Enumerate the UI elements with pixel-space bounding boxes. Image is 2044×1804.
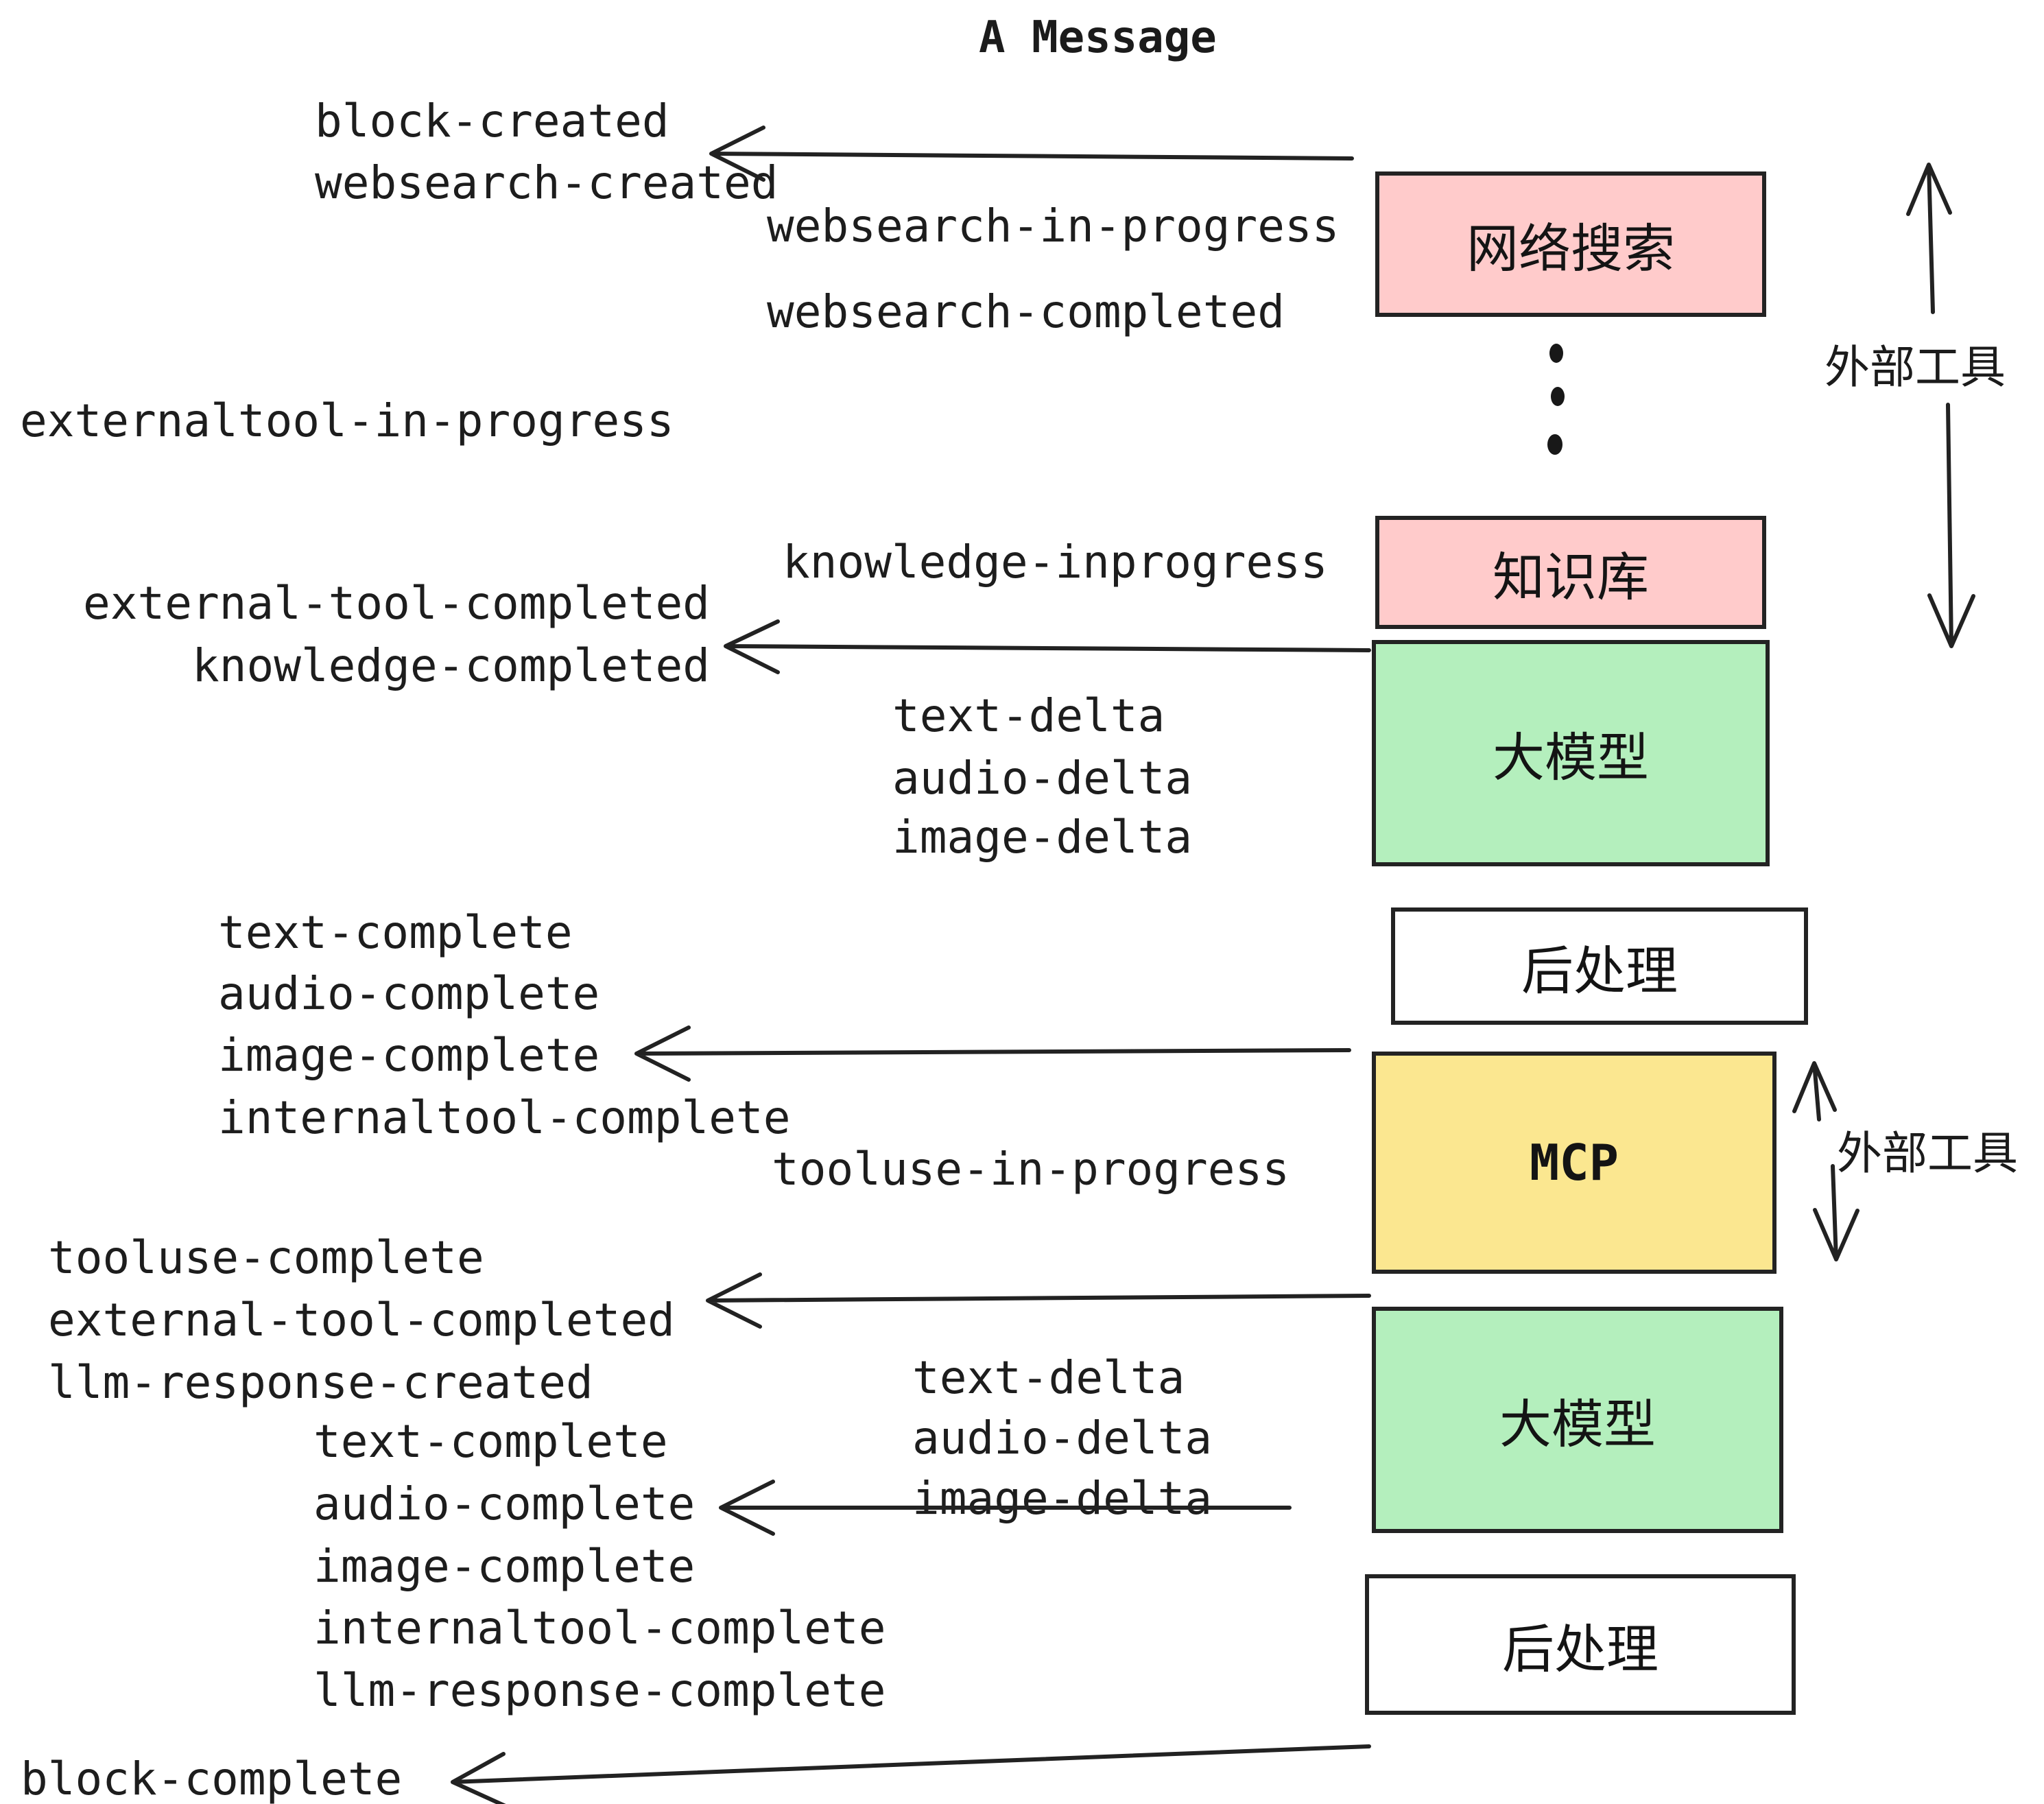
box-mcp: MCP: [1372, 1052, 1776, 1274]
arrow-block-complete-icon: [451, 1744, 1371, 1804]
annotation-external-tools-top: 外部工具: [1825, 342, 2006, 392]
event-llm-response-complete: llm-response-complete: [313, 1664, 886, 1717]
box-llm-2-label: 大模型: [1499, 1396, 1656, 1454]
event-image-complete-2: image-complete: [313, 1540, 696, 1593]
event-websearch-completed: websearch-completed: [767, 285, 1285, 338]
arrow-external-tools-top-down-icon: [1927, 403, 1975, 648]
ellipsis-dot-icon: [1547, 434, 1562, 455]
event-externaltool-in-progress: externaltool-in-progress: [20, 394, 674, 447]
event-llm-response-created: llm-response-created: [48, 1356, 593, 1409]
event-knowledge-inprogress: knowledge-inprogress: [783, 536, 1328, 589]
box-knowledge-label: 知识库: [1493, 548, 1649, 607]
ellipsis-dot-icon: [1551, 387, 1565, 406]
arrow-knowledge-completed-icon: [724, 619, 1371, 674]
event-block-complete: block-complete: [21, 1753, 403, 1804]
event-text-delta-2: text-delta: [912, 1351, 1185, 1404]
event-audio-delta: audio-delta: [892, 752, 1193, 805]
event-audio-delta-2: audio-delta: [912, 1412, 1213, 1464]
event-text-complete-2: text-complete: [313, 1415, 668, 1468]
arrow-external-tools-bottom-up-icon: [1792, 1061, 1837, 1121]
event-websearch-created: websearch-created: [315, 156, 779, 209]
box-websearch-label: 网络搜索: [1466, 220, 1675, 278]
box-llm-1: 大模型: [1372, 640, 1770, 866]
arrow-image-complete-icon: [634, 1025, 1351, 1082]
box-knowledge: 知识库: [1375, 516, 1766, 629]
box-post-2-label: 后处理: [1502, 1620, 1659, 1679]
event-external-tool-completed-2: external-tool-completed: [48, 1294, 675, 1346]
event-block-created: block-created: [315, 95, 669, 147]
event-knowledge-completed: knowledge-completed: [192, 639, 710, 692]
event-internaltool-complete: internaltool-complete: [218, 1091, 791, 1144]
event-image-delta-2: image-delta: [912, 1472, 1213, 1525]
diagram-title: A Message: [979, 12, 1217, 63]
event-external-tool-completed: external-tool-completed: [83, 577, 710, 630]
box-websearch: 网络搜索: [1375, 171, 1766, 317]
box-mcp-label: MCP: [1529, 1134, 1619, 1191]
box-llm-1-label: 大模型: [1493, 729, 1649, 787]
arrow-tooluse-complete-icon: [706, 1272, 1371, 1329]
box-post-1-label: 后处理: [1521, 942, 1678, 1001]
event-audio-complete: audio-complete: [218, 967, 600, 1020]
arrow-external-tools-top-up-icon: [1906, 163, 1952, 314]
event-image-delta: image-delta: [892, 811, 1193, 864]
event-audio-complete-2: audio-complete: [313, 1477, 696, 1530]
event-internaltool-complete-2: internaltool-complete: [313, 1602, 886, 1654]
box-post-2: 后处理: [1365, 1574, 1796, 1715]
event-image-complete: image-complete: [218, 1029, 600, 1082]
box-llm-2: 大模型: [1372, 1307, 1783, 1533]
event-tooluse-in-progress: tooluse-in-progress: [772, 1143, 1290, 1196]
annotation-external-tools-bottom: 外部工具: [1837, 1128, 2018, 1178]
event-text-complete: text-complete: [218, 906, 573, 959]
box-post-1: 后处理: [1391, 907, 1808, 1025]
event-text-delta: text-delta: [892, 689, 1165, 742]
arrow-websearch-created-icon: [709, 126, 1354, 182]
event-tooluse-complete: tooluse-complete: [48, 1231, 484, 1284]
event-websearch-in-progress: websearch-in-progress: [767, 200, 1340, 252]
ellipsis-dot-icon: [1549, 344, 1563, 363]
